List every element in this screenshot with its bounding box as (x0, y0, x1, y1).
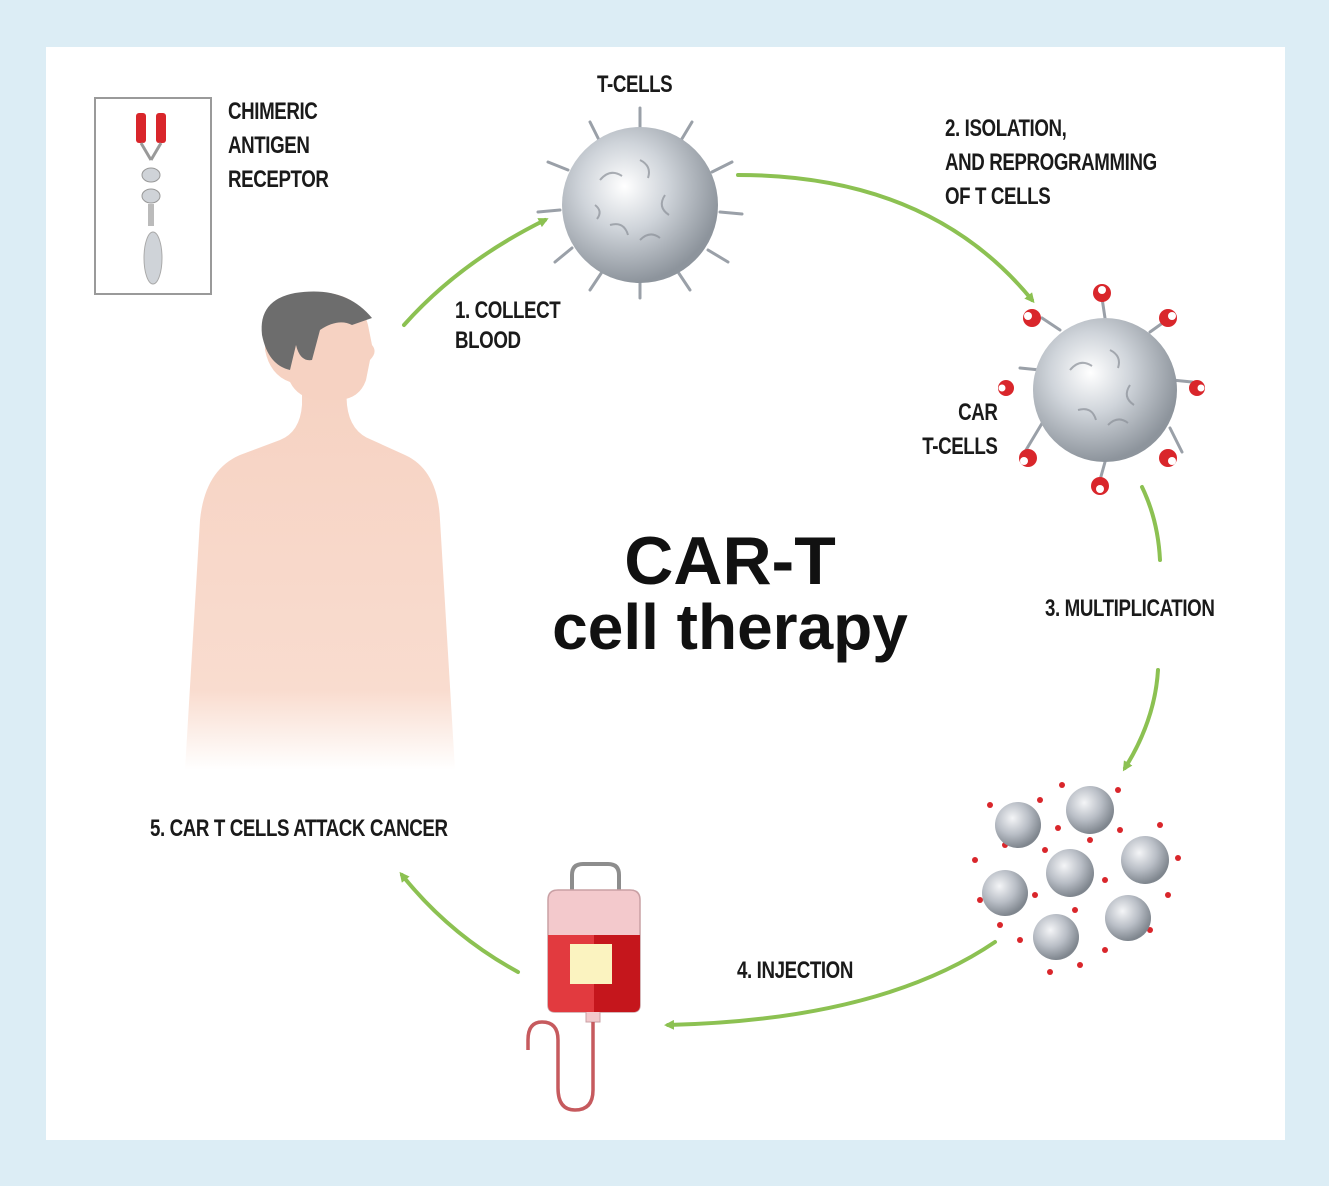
process-arrows (399, 173, 1162, 1030)
title-line-2: cell therapy (552, 591, 908, 663)
step-4-label: 4. INJECTION (737, 957, 853, 984)
patient-illustration (185, 291, 455, 770)
t-cell-illustration (536, 106, 744, 300)
t-cells-label: T-CELLS (597, 71, 673, 98)
step-3-label: 3. MULTIPLICATION (1045, 595, 1215, 622)
iv-bag-illustration (526, 862, 641, 1112)
step-5-label: 5. CAR T CELLS ATTACK CANCER (150, 815, 448, 842)
step-1-label: 1. COLLECT BLOOD (455, 297, 561, 354)
receptor-label: CHIMERIC ANTIGEN RECEPTOR (228, 98, 329, 193)
car-t-cell-illustration (998, 284, 1205, 495)
car-t-cells-label: CAR T-CELLS (921, 399, 998, 460)
receptor-illustration (94, 97, 212, 295)
step-2-label: 2. ISOLATION, AND REPROGRAMMING OF T CEL… (945, 115, 1157, 210)
multiplied-cells-illustration (972, 782, 1181, 975)
diagram-title: CAR-T cell therapy (440, 523, 1020, 663)
title-line-1: CAR-T (624, 523, 836, 599)
